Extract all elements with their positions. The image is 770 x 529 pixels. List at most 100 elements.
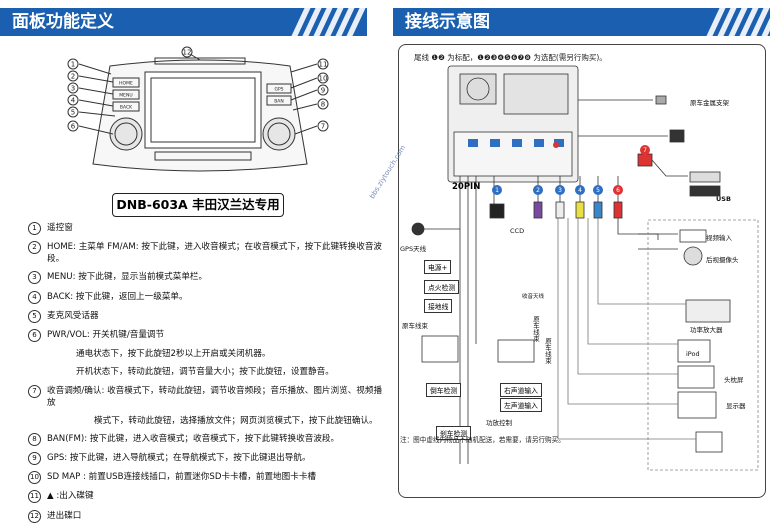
panel-ban-label: BAN	[274, 99, 284, 105]
middle-harness-label: 原车线束	[532, 316, 540, 342]
monitor-label: 显示器	[726, 402, 746, 410]
brake-detect-label: 刹车检测	[436, 426, 472, 440]
ignition-label: 点火检测	[424, 280, 460, 294]
legend-text: 通电状态下，按下此旋钮2秒以上开启或关闭机器。	[76, 349, 271, 360]
legend-item: 4 BACK: 按下此键，返回上一级菜单。	[28, 290, 388, 304]
legend-number: 9	[28, 452, 41, 466]
legend-number: 5	[28, 309, 41, 323]
right-harness-label: 原车线束	[544, 338, 552, 364]
banner-stripes	[291, 8, 366, 36]
wiring-top-note: 尾线 ❶❷ 为标配，❶❷❸❹❺❻❼❽ 为选配(需另行购买)。	[414, 53, 607, 62]
legend-number: 4	[28, 290, 41, 304]
legend-item: 8 BAN(FM): 按下此键，进入收音模式；收音模式下，按下此键转换收音波段。	[28, 432, 388, 446]
svg-text:4: 4	[578, 187, 582, 194]
legend-item: 12 进出碟口	[28, 509, 388, 523]
legend-text: 收音调频/确认: 收音模式下，转动此旋钮，调节收音频段；音乐播放、图片浏览、视频…	[47, 385, 383, 408]
legend-item: 7 收音调频/确认: 收音模式下，转动此旋钮，调节收音频段；音乐播放、图片浏览、视…	[28, 384, 388, 409]
svg-text:8: 8	[321, 101, 325, 109]
head-display-label: 头枕屏	[724, 376, 744, 384]
svg-text:9: 9	[321, 87, 325, 95]
reverse-detect-label: 倒车检测	[426, 383, 462, 397]
legend-item: 6 PWR/VOL: 开关机键/音量调节	[28, 328, 388, 342]
svg-text:1: 1	[71, 61, 75, 69]
svg-text:5: 5	[596, 187, 600, 194]
gps-antenna-label: GPS天线	[400, 245, 427, 253]
legend-text: 开机状态下，转动此旋钮，调节音量大小；按下此旋钮，设置静音。	[76, 367, 334, 378]
pin20-label: 20PIN	[452, 182, 481, 192]
svg-text:6: 6	[616, 187, 620, 194]
svg-text:6: 6	[71, 123, 76, 131]
legend-item: 9 GPS: 按下此键，进入导航模式；在导航模式下，按下此键退出导航。	[28, 452, 388, 466]
svg-text:2: 2	[536, 187, 540, 194]
legend-item: 2 HOME: 主菜单 FM/AM: 按下此键，进入收音模式；在收音模式下，按下此…	[28, 241, 388, 265]
legend-item: 开机状态下，转动此旋钮，调节音量大小；按下此旋钮，设置静音。	[76, 366, 388, 378]
right-audio-label: 右声道输入	[500, 383, 542, 397]
function-legend: 1 遥控窗 2 HOME: 主菜单 FM/AM: 按下此键，进入收音模式；在收音模式下…	[28, 222, 388, 529]
svg-text:7: 7	[321, 123, 325, 131]
usb-label: USB	[716, 195, 731, 203]
legend-number: 1	[28, 222, 41, 235]
panel-diagram: 1 2 3 4 5 6 11 10 9 8 7 12 HOME MENU BAC…	[67, 46, 329, 172]
legend-text: 进出碟口	[47, 510, 82, 521]
legend-text: MENU: 按下此键，显示当前模式菜单栏。	[47, 272, 208, 283]
model-title: DNB-603A 丰田汉兰达专用	[112, 193, 284, 217]
legend-item: 1 遥控窗	[28, 222, 388, 235]
right-section-banner: 接线示意图	[393, 8, 770, 36]
legend-text: 麦克风受话器	[47, 310, 99, 321]
ipod-label: iPod	[686, 350, 700, 358]
power-label: 电源+	[424, 260, 452, 274]
panel-gps-label: GPS	[274, 87, 283, 93]
legend-item: 11 ▲ :出入碟键	[28, 490, 388, 504]
chassis-label: 原车金属支架	[690, 99, 729, 107]
legend-text: BAN(FM): 按下此键，进入收音模式；收音模式下，按下此键转换收音波段。	[47, 433, 340, 444]
legend-text: BACK: 按下此键，返回上一级菜单。	[47, 291, 188, 302]
left-harness-label: 原车线束	[402, 322, 428, 330]
legend-text: ▲ :出入碟键	[47, 491, 94, 502]
legend-number: 2	[28, 241, 41, 255]
svg-text:5: 5	[71, 109, 75, 117]
power-amp-label: 功放控制	[486, 419, 512, 427]
svg-text:3: 3	[71, 85, 75, 93]
wiring-bottom-note: 注：图中虚线内物品不随机配送，若需要，请另行购买。	[400, 436, 565, 444]
svg-text:10: 10	[319, 75, 328, 83]
legend-text: GPS: 按下此键，进入导航模式；在导航模式下，按下此键退出导航。	[47, 453, 311, 464]
svg-text:2: 2	[71, 73, 75, 81]
legend-number: 8	[28, 432, 41, 446]
legend-text: PWR/VOL: 开关机键/音量调节	[47, 329, 165, 340]
legend-number: 12	[28, 509, 41, 523]
legend-number: 3	[28, 271, 41, 285]
svg-text:11: 11	[319, 61, 328, 69]
svg-text:7: 7	[643, 147, 647, 154]
amp-box-label: 功率放大器	[690, 326, 723, 334]
legend-text: 遥控窗	[47, 223, 73, 233]
svg-text:1: 1	[495, 187, 499, 194]
legend-text: 模式下，转动此旋钮，选择播放文件；网页浏览模式下，按下此旋钮确认。	[94, 415, 378, 426]
panel-back-label: BACK	[120, 105, 133, 111]
svg-text:3: 3	[558, 187, 562, 194]
legend-item: 通电状态下，按下此旋钮2秒以上开启或关闭机器。	[76, 348, 388, 360]
legend-item: 模式下，转动此旋钮，选择播放文件；网页浏览模式下，按下此旋钮确认。	[94, 415, 388, 427]
left-audio-label: 左声道输入	[500, 398, 542, 412]
rear-camera-label: 后视摄像头	[706, 256, 739, 264]
panel-menu-label: MENU	[119, 93, 132, 99]
legend-number: 6	[28, 328, 41, 342]
banner-stripes-right	[706, 8, 770, 36]
legend-text: HOME: 主菜单 FM/AM: 按下此键，进入收音模式；在收音模式下，按下此键…	[47, 242, 383, 265]
legend-number: 11	[28, 490, 41, 504]
wiring-diagram: 1 2 3 4 5 6 7	[411, 65, 759, 471]
left-section-title: 面板功能定义	[12, 12, 114, 32]
legend-number: 7	[28, 384, 41, 398]
ccd-label: CCD	[510, 227, 525, 235]
legend-item: 3 MENU: 按下此键，显示当前模式菜单栏。	[28, 271, 388, 285]
right-section-title: 接线示意图	[405, 12, 490, 32]
radio-antenna-label: 收音天线	[522, 294, 545, 300]
panel-home-label: HOME	[119, 81, 133, 87]
svg-text:4: 4	[71, 97, 76, 105]
legend-item: 5 麦克风受话器	[28, 309, 388, 323]
svg-text:12: 12	[183, 49, 192, 57]
video-in-label: 视频输入	[706, 234, 732, 242]
legend-text: SD MAP : 前置USB连接线插口，前置迷你SD卡卡槽，前置地图卡卡槽	[47, 472, 317, 483]
wiring-diagram-frame	[398, 44, 766, 498]
ground-label: 接地线	[424, 299, 453, 313]
